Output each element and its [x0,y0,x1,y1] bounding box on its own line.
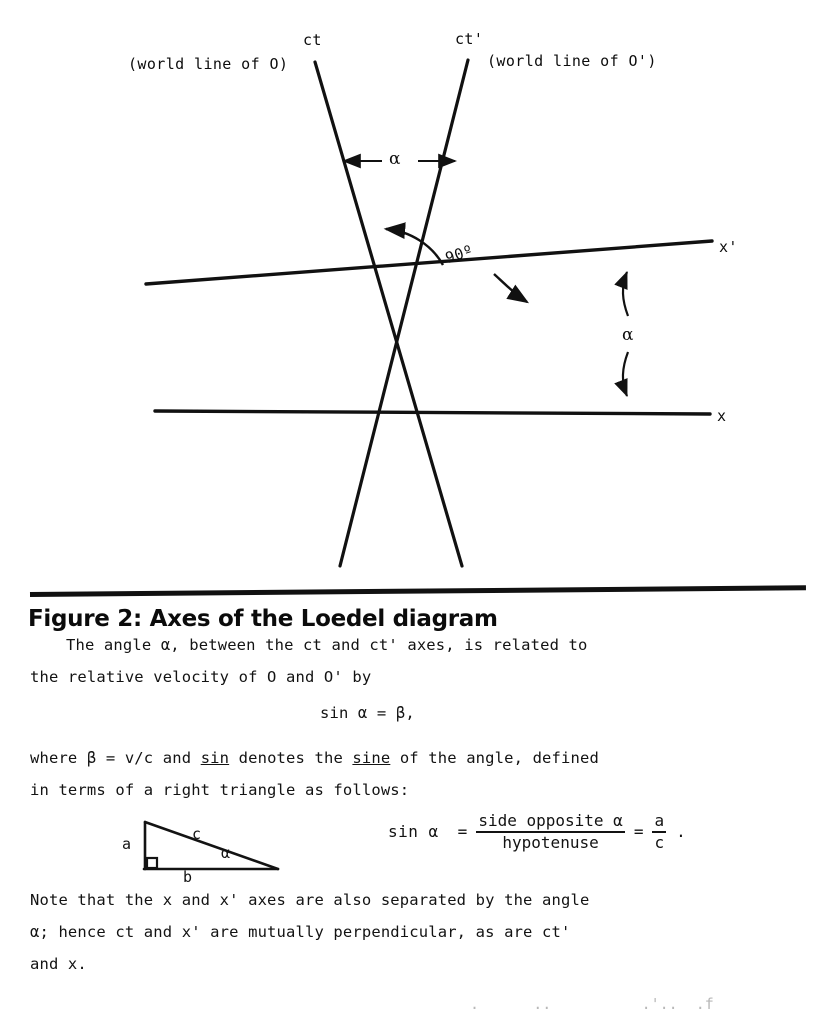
paragraph-2-line-1-part-b: denotes the [229,749,353,767]
axis-label-x: x [717,407,727,425]
axis-x-line [153,409,712,416]
axis-label-ct-prime: ct' [455,30,484,48]
sine-definition-formula: sin α = side opposite α hypotenuse = a c… [388,812,686,852]
figure-caption: Figure 2: Axes of the Loedel diagram [28,606,498,632]
formula-fraction-result: a c [652,812,667,852]
annotation-world-line-of-o: (world line of O) [128,55,289,73]
formula-equals-2: = [633,822,644,842]
alpha-right-arrow-up [614,270,630,317]
paragraph-2-line-1: where β = v/c and sin denotes the sine o… [30,749,599,767]
equation-sin-alpha-beta: sin α = β, [320,704,415,722]
triangle-hypotenuse-c [143,820,280,871]
underlined-word-sin: sin [200,749,230,767]
loedel-diagram-figure: ct ct' (world line of O) (world line of … [128,30,738,568]
alpha-right-arrow-down [614,351,630,398]
angle-label-alpha-top: α [389,149,401,169]
angle-label-alpha-right: α [622,325,634,345]
paragraph-3-line-3: and x. [30,955,87,973]
paragraph-2-line-2: in terms of a right triangle as follows: [30,781,410,799]
right-angle-arc [383,222,445,266]
axis-x-prime-line [144,239,714,286]
paragraph-3-line-2: α; hence ct and x' are mutually perpendi… [30,923,571,941]
triangle-label-a: a [122,835,132,853]
formula-fraction-main: side opposite α hypotenuse [476,812,625,852]
formula-denominator: hypotenuse [502,832,599,852]
formula-lhs: sin α [388,822,439,842]
loedel-diagram-svg [144,58,714,568]
formula-period: . [676,822,686,842]
paragraph-2-line-1-part-a: where β = v/c and [30,749,201,767]
annotation-world-line-of-o-prime: (world line of O') [487,52,657,70]
formula-numerator: side opposite α [476,812,625,833]
paragraph-1-line-2: the relative velocity of O and O' by [30,668,372,686]
axis-label-ct: ct [303,31,322,49]
right-angle-pointer-arrow [493,273,530,304]
formula-equals-1: = [457,822,468,842]
right-triangle-svg [142,820,280,871]
underlined-word-sine: sine [352,749,391,767]
right-triangle-diagram: a b c α [100,808,330,888]
paragraph-2-line-1-part-c: of the angle, defined [390,749,599,767]
paragraph-1-line-1: The angle α, between the ct and ct' axes… [66,636,588,654]
axis-label-x-prime: x' [719,238,738,256]
formula-result-numerator: a [652,812,667,833]
axis-ct-line [313,60,464,568]
formula-result-denominator: c [654,832,665,852]
triangle-label-alpha: α [221,844,231,862]
right-angle-marker [145,856,159,870]
axis-ct-prime-line [338,58,470,568]
cut-off-text-line: . .. .'.. .f [470,995,714,1009]
triangle-label-b: b [183,868,193,886]
triangle-label-c: c [192,825,202,843]
paragraph-3-line-1: Note that the x and x' axes are also sep… [30,891,590,909]
